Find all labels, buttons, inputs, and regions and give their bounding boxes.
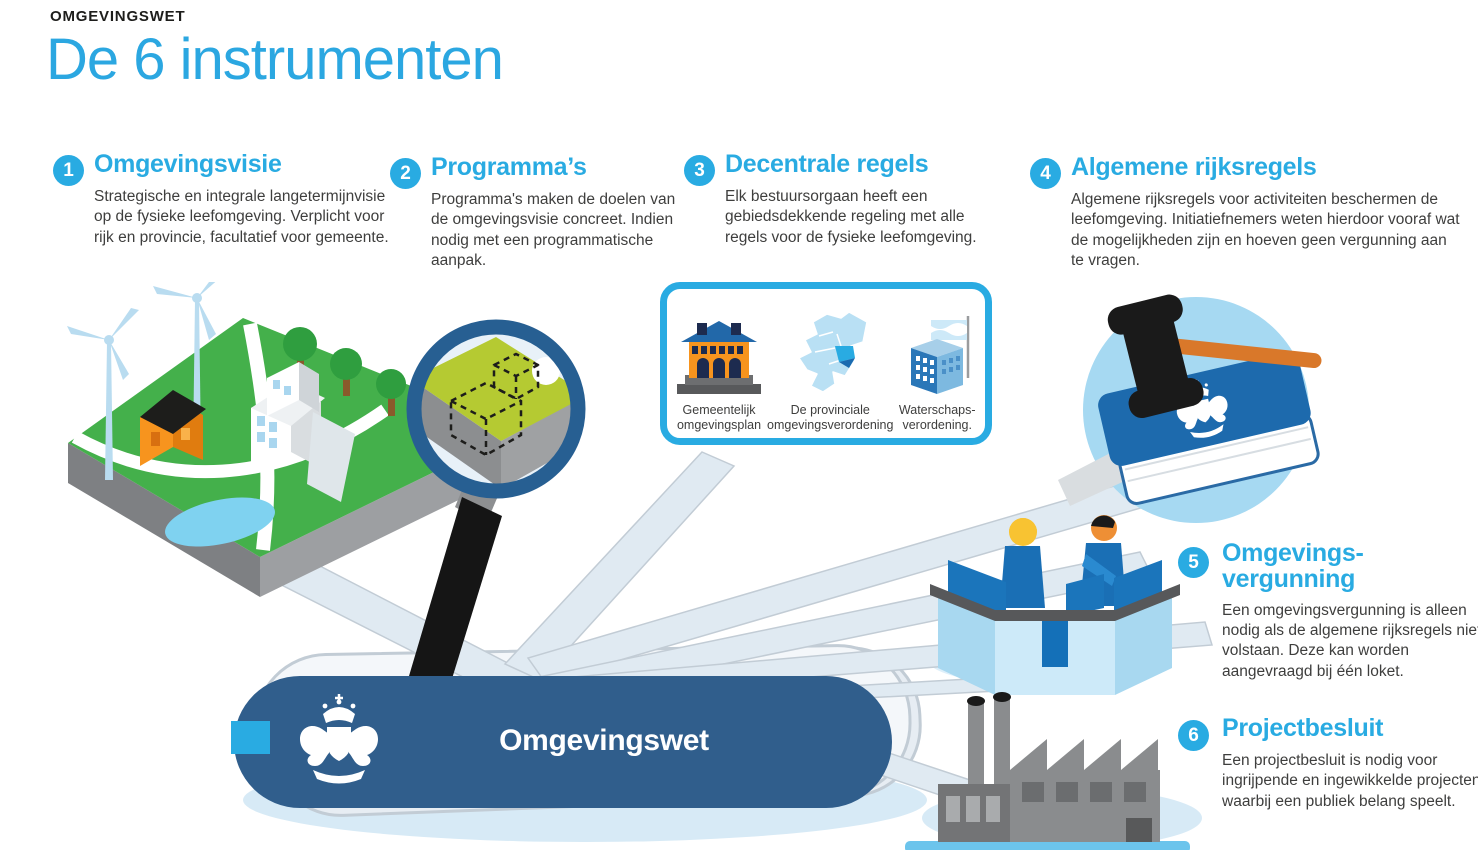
dutch-coat-of-arms-icon <box>289 689 389 793</box>
instrument-5-title: Omgevings- vergunning <box>1222 539 1364 594</box>
badge-3: 3 <box>684 155 715 186</box>
omgevingswet-knife-body: Omgevingswet <box>234 676 892 808</box>
bottom-blue-strip <box>905 841 1190 850</box>
decentrale-label-gemeente: Gemeentelijk omgevingsplan <box>676 403 762 432</box>
dashed-cube-icons <box>449 352 540 457</box>
badge-1: 1 <box>53 155 84 186</box>
decentrale-item-waterschap: Waterschaps- verordening. <box>893 297 981 432</box>
instrument-2-block: Programma’s Programma's maken de doelen … <box>431 153 676 272</box>
instrument-1-block: Omgevingsvisie Strategische en integrale… <box>94 150 399 248</box>
gavel-icon <box>1107 294 1322 419</box>
kicker-title: OMGEVINGSWET <box>50 8 186 25</box>
municipal-building-icon <box>671 297 767 398</box>
instrument-5-block: Omgevings- vergunning Een omgevingsvergu… <box>1222 540 1478 682</box>
isometric-landscape-illustration <box>67 282 520 597</box>
decentrale-regels-box: Gemeentelijk omgevingsplan De provincial… <box>660 282 992 445</box>
instrument-5-description: Een omgevingsvergunning is alleen nodig … <box>1222 601 1478 680</box>
decentrale-label-waterschap: Waterschaps- verordening. <box>898 403 976 432</box>
badge-5: 5 <box>1178 547 1209 578</box>
counter-desk-icon <box>930 584 1180 695</box>
factory-icon <box>938 692 1160 842</box>
factory-illustration <box>938 692 1160 842</box>
instrument-2-title: Programma’s <box>431 153 587 181</box>
instrument-1-number-badge: 1 <box>53 155 84 186</box>
badge-4: 4 <box>1030 158 1061 189</box>
house-icon <box>140 390 206 466</box>
decentrale-item-provincie: De provinciale omgevingsverordening <box>767 297 893 432</box>
badge-6: 6 <box>1178 720 1209 751</box>
buildings-icon <box>251 362 355 502</box>
instrument-6-title: Projectbesluit <box>1222 714 1384 742</box>
magnifying-glass-icon <box>406 319 586 499</box>
instrument-5-number-badge: 5 <box>1178 547 1209 578</box>
lens-content <box>420 337 572 485</box>
instrument-6-description: Een projectbesluit is nodig voor ingrijp… <box>1222 752 1478 810</box>
law-book-icon <box>1098 352 1320 505</box>
instrument-2-description: Programma's maken de doelen van de omgev… <box>431 191 676 270</box>
instrument-4-description: Algemene rijksregels voor activiteiten b… <box>1071 191 1460 270</box>
instrument-4-block: Algemene rijksregels Algemene rijksregel… <box>1071 153 1461 272</box>
omgevingswet-label: Omgevingswet <box>499 724 709 757</box>
instrument-6-block: Projectbesluit Een projectbesluit is nod… <box>1222 714 1478 812</box>
badge-2: 2 <box>390 158 421 189</box>
gavel-and-law-book-illustration <box>1058 294 1322 523</box>
instrument-4-title: Algemene rijksregels <box>1071 153 1317 181</box>
decentrale-item-gemeente: Gemeentelijk omgevingsplan <box>671 297 767 432</box>
instrument-2-number-badge: 2 <box>390 158 421 189</box>
water-authority-building-icon <box>895 297 979 398</box>
instrument-3-description: Elk bestuursorgaan heeft een gebiedsdekk… <box>725 188 977 246</box>
instrument-1-description: Strategische en integrale langetermijnvi… <box>94 188 389 246</box>
instrument-1-title: Omgevingsvisie <box>94 150 282 178</box>
decentrale-label-provincie: De provinciale omgevingsverordening <box>767 403 894 432</box>
instrument-3-block: Decentrale regels Elk bestuursorgaan hee… <box>725 150 1005 248</box>
instrument-3-number-badge: 3 <box>684 155 715 186</box>
knife-accent-square <box>231 721 270 754</box>
netherlands-map-icon <box>789 297 871 398</box>
instrument-4-number-badge: 4 <box>1030 158 1061 189</box>
instrument-3-title: Decentrale regels <box>725 150 929 178</box>
person-left-icon <box>1000 518 1045 608</box>
laptop-icons <box>948 560 1162 620</box>
page-title: De 6 instrumenten <box>46 27 504 92</box>
instrument-6-number-badge: 6 <box>1178 720 1209 751</box>
service-counter-illustration <box>930 515 1180 695</box>
